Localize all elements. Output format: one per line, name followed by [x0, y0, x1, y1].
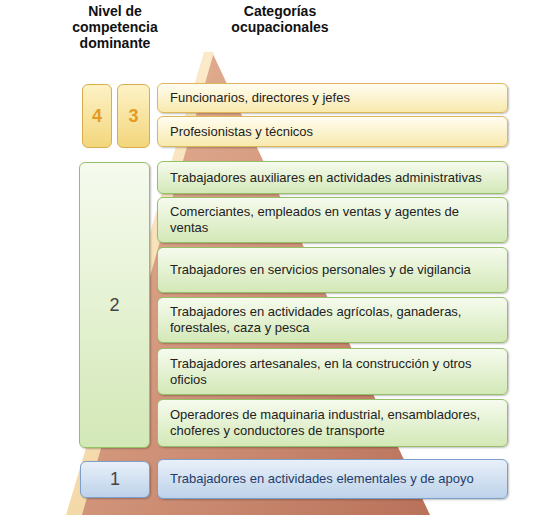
column-heading: Categorías ocupacionales	[205, 3, 355, 35]
category-box: Funcionarios, directores y jefes	[157, 83, 508, 113]
category-text: Trabajadores en actividades elementales …	[170, 471, 474, 487]
category-text: Trabajadores en servicios personales y d…	[170, 262, 471, 278]
level-number-box: 2	[79, 162, 150, 448]
level-number-box: 4	[82, 84, 112, 148]
category-text: Comerciantes, empleados en ventas y agen…	[170, 204, 497, 236]
category-text: Trabajadores artesanales, en la construc…	[170, 356, 497, 388]
level-number: 1	[110, 469, 120, 490]
category-box: Comerciantes, empleados en ventas y agen…	[157, 197, 508, 243]
category-text: Profesionistas y técnicos	[170, 124, 313, 140]
level-number: 4	[92, 106, 102, 127]
level-number-box: 3	[117, 84, 150, 148]
category-box: Trabajadores en actividades elementales …	[157, 459, 508, 499]
level-number: 2	[109, 295, 119, 316]
category-box: Profesionistas y técnicos	[157, 116, 508, 147]
level-number: 3	[128, 106, 138, 127]
category-text: Trabajadores auxiliares en actividades a…	[170, 170, 482, 186]
category-text: Trabajadores en actividades agrícolas, g…	[170, 304, 497, 336]
category-box: Trabajadores en actividades agrícolas, g…	[157, 297, 508, 343]
category-text: Operadores de maquinaria industrial, ens…	[170, 407, 497, 439]
category-box: Trabajadores auxiliares en actividades a…	[157, 161, 508, 194]
category-box: Trabajadores artesanales, en la construc…	[157, 348, 508, 395]
category-box: Operadores de maquinaria industrial, ens…	[157, 399, 508, 447]
column-heading: Nivel de competencia dominante	[56, 3, 174, 51]
level-number-box: 1	[80, 461, 150, 498]
category-text: Funcionarios, directores y jefes	[170, 90, 350, 106]
category-box: Trabajadores en servicios personales y d…	[157, 247, 508, 293]
